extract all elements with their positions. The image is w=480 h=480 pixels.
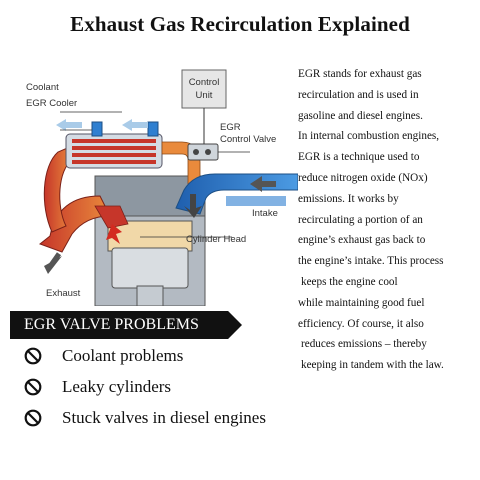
description-line: recirculation and is used in [298, 88, 419, 101]
egr-valve-label-1: EGR [220, 122, 241, 133]
problems-heading: EGR VALVE PROBLEMS [10, 311, 242, 339]
egr-cooler [65, 121, 163, 169]
description-line: keeps the engine cool [301, 275, 398, 288]
prohibited-icon [24, 347, 42, 364]
coolant-label: Coolant [26, 82, 59, 93]
cylinder-head-label: Cylinder Head [186, 234, 246, 245]
description-line: EGR is a technique used to [298, 151, 420, 164]
egr-control-valve [187, 143, 219, 161]
description-line: In internal combustion engines, [298, 130, 440, 143]
exhaust-arrow-icon [44, 252, 62, 274]
description-line: the engine’s intake. This process [298, 255, 444, 268]
control-unit: Control Unit [181, 69, 227, 144]
egr-valve-label-2: Control Valve [220, 134, 276, 145]
exhaust-port [94, 205, 129, 229]
description-line: keeping in tandem with the law. [301, 359, 444, 372]
page-title: Exhaust Gas Recirculation Explained [70, 12, 410, 36]
description-line: engine’s exhaust gas back to [298, 234, 426, 247]
problems-list: Coolant problems Leaky cylinders Stuck v… [24, 340, 266, 433]
description-line: gasoline and diesel engines. [298, 109, 423, 122]
problem-label: Coolant problems [62, 345, 184, 365]
control-unit-label-1: Control [189, 77, 220, 88]
egr-diagram: Control Unit Coolant EGR Cooler EGR Cont… [26, 69, 298, 306]
description-text: EGR stands for exhaust gas recirculation… [298, 64, 478, 376]
description-line: while maintaining good fuel [298, 296, 425, 309]
control-unit-label-2: Unit [196, 90, 213, 101]
prohibited-icon [24, 378, 42, 395]
problem-item: Leaky cylinders [24, 371, 266, 402]
coolant-arrow-icon [56, 119, 148, 131]
intake-arrow-icon [250, 176, 276, 192]
problem-item: Coolant problems [24, 340, 266, 371]
exhaust-label: Exhaust [46, 288, 81, 299]
description-line: reduces emissions – thereby [301, 338, 427, 351]
problem-label: Stuck valves in diesel engines [62, 407, 266, 427]
intake-label: Intake [252, 208, 278, 219]
exhaust-manifold [38, 195, 111, 253]
egr-cooler-label: EGR Cooler [26, 98, 77, 109]
prohibited-icon [24, 409, 42, 426]
description-line: reduce nitrogen oxide (NOx) [298, 171, 428, 184]
description-line: EGR stands for exhaust gas [298, 68, 422, 80]
problem-label: Leaky cylinders [62, 376, 172, 396]
flow-arrow-icon [106, 224, 122, 244]
recirculation-arrow-icon [184, 194, 202, 218]
description-line: emissions. It works by [298, 192, 399, 205]
description-line: efficiency. Of course, it also [298, 317, 424, 330]
problem-item: Stuck valves in diesel engines [24, 402, 266, 433]
description-line: recirculating a portion of an [298, 213, 423, 226]
